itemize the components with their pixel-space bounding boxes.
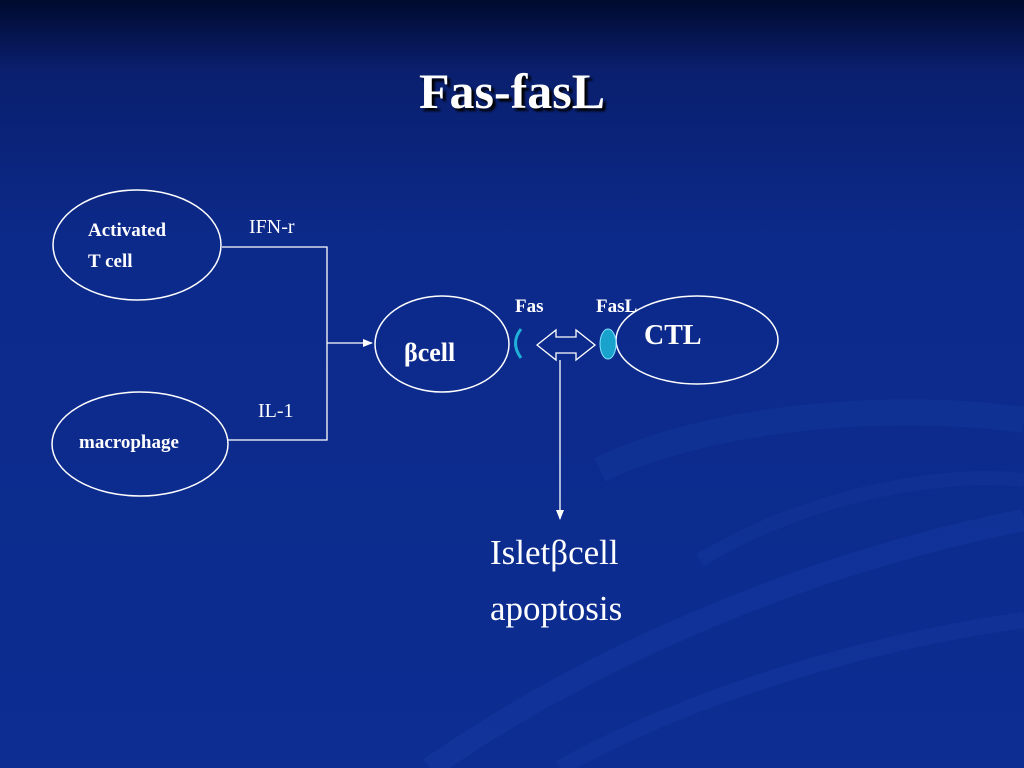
ifn-connector-line: [222, 246, 328, 343]
activated-t-cell-node: [52, 189, 222, 301]
beta-cell-label: βcell: [404, 338, 456, 367]
fasl-ligand-marker: [599, 328, 617, 360]
beta-cell-node: [374, 295, 510, 393]
fas-label: Fas: [515, 296, 544, 317]
activated-t-cell-label: Activated T cell: [88, 215, 166, 277]
fasl-label: FasL: [596, 296, 638, 317]
interaction-double-arrow: [535, 328, 597, 362]
macrophage-node: [51, 391, 229, 497]
fas-receptor-marker: [514, 328, 523, 359]
ctl-label: CTL: [644, 320, 702, 351]
islet-beta-cell-apoptosis-outcome: Isletβcell apoptosis: [490, 525, 622, 637]
outcome-line2: apoptosis: [490, 589, 623, 628]
outcome-line1: Isletβcell: [490, 533, 619, 572]
macrophage-label: macrophage: [79, 432, 179, 453]
activated-t-cell-label-line1: Activated: [88, 220, 167, 241]
il-1-label: IL-1: [258, 400, 294, 422]
ifn-r-label: IFN-r: [249, 216, 295, 238]
il1-connector-line: [228, 343, 328, 441]
slide-title: Fas-fasL: [418, 63, 606, 119]
activated-t-cell-label-line2: T cell: [88, 251, 133, 272]
